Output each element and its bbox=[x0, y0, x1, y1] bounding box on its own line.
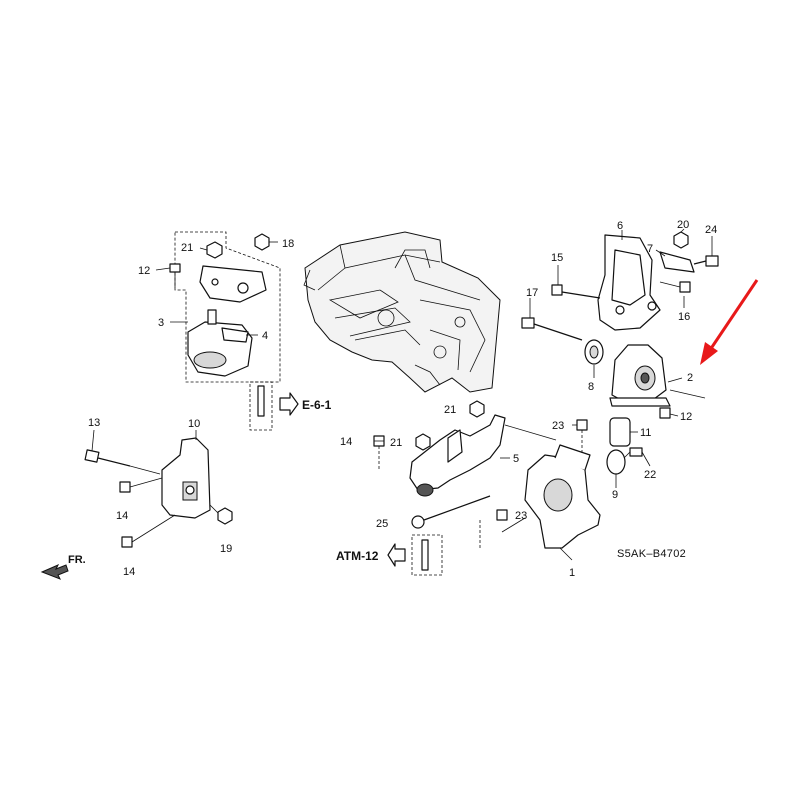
callout-21a: 21 bbox=[181, 242, 193, 254]
callout-20: 20 bbox=[677, 219, 689, 231]
callout-14b: 14 bbox=[123, 566, 135, 578]
callout-23b: 23 bbox=[515, 510, 527, 522]
callout-21b: 21 bbox=[444, 404, 456, 416]
side-mount-group bbox=[155, 231, 281, 431]
front-label: FR. bbox=[68, 554, 86, 566]
stud-bolt-e61 bbox=[249, 381, 273, 431]
bolt-24 bbox=[693, 255, 719, 267]
callout-9: 9 bbox=[612, 489, 618, 501]
callout-19: 19 bbox=[220, 543, 232, 555]
nut-19 bbox=[209, 504, 233, 525]
callout-10: 10 bbox=[188, 418, 200, 430]
rear-stopper-group bbox=[373, 400, 557, 576]
nut-20 bbox=[673, 231, 689, 249]
bolt-23-upper bbox=[576, 419, 588, 455]
callout-12b: 12 bbox=[680, 411, 692, 423]
callout-14a: 14 bbox=[116, 510, 128, 522]
front-mount-bracket bbox=[161, 437, 211, 519]
callout-18: 18 bbox=[282, 238, 294, 250]
bolt-15 bbox=[551, 284, 601, 299]
bolt-14-a bbox=[119, 477, 163, 493]
callout-22: 22 bbox=[644, 469, 656, 481]
ref-label-atm12: ATM-12 bbox=[336, 549, 379, 563]
front-direction-indicator: FR. bbox=[40, 554, 86, 580]
callout-3: 3 bbox=[158, 317, 164, 329]
engine-block bbox=[303, 231, 501, 393]
red-pointer-arrow bbox=[700, 279, 759, 365]
bushing-11 bbox=[609, 417, 631, 447]
reference-arrow-e61[interactable]: E-6-1 bbox=[279, 392, 332, 416]
transmission-mount bbox=[501, 444, 601, 561]
bracket-7 bbox=[659, 251, 695, 273]
callout-16: 16 bbox=[678, 311, 690, 323]
callout-labels: 1 2 3 4 5 6 7 8 9 10 11 12 12 13 14 14 1… bbox=[88, 219, 717, 579]
bolt-23-lower bbox=[479, 509, 508, 550]
callout-12a: 12 bbox=[138, 265, 150, 277]
callout-6: 6 bbox=[617, 220, 623, 232]
side-mount-bracket bbox=[199, 265, 267, 303]
nut-21-top bbox=[206, 241, 223, 259]
callout-7: 7 bbox=[647, 243, 653, 255]
bushing-9 bbox=[606, 449, 626, 475]
bolt-14-b bbox=[121, 514, 176, 548]
bolt-22 bbox=[623, 447, 643, 459]
callout-1: 1 bbox=[569, 567, 575, 579]
long-bolt-25 bbox=[411, 495, 491, 529]
nut-21-mid bbox=[469, 400, 485, 418]
callout-23a: 23 bbox=[552, 420, 564, 432]
callout-13: 13 bbox=[88, 417, 100, 429]
callout-15: 15 bbox=[551, 252, 563, 264]
engine-mount-2[interactable] bbox=[609, 344, 671, 407]
bushing-8 bbox=[584, 339, 604, 365]
ref-label-e61: E-6-1 bbox=[302, 398, 332, 412]
nut-18 bbox=[254, 233, 270, 251]
upper-torque-bracket bbox=[597, 234, 661, 331]
side-mount-rubber bbox=[187, 309, 253, 377]
callout-21c: 21 bbox=[390, 437, 402, 449]
nut-21-left bbox=[415, 433, 431, 451]
callout-2: 2 bbox=[687, 372, 693, 384]
front-mount-group bbox=[84, 429, 233, 548]
callout-8: 8 bbox=[588, 381, 594, 393]
bolt-13 bbox=[84, 449, 131, 467]
callout-25: 25 bbox=[376, 518, 388, 530]
callout-11: 11 bbox=[640, 427, 651, 439]
bolt-12-left bbox=[169, 263, 181, 288]
callout-5: 5 bbox=[513, 453, 519, 465]
bolt-16 bbox=[659, 281, 691, 293]
rear-stopper-bracket bbox=[409, 414, 506, 497]
callout-14c: 14 bbox=[340, 436, 352, 448]
callout-17: 17 bbox=[526, 287, 538, 299]
callout-4: 4 bbox=[262, 330, 268, 342]
reference-arrow-atm12[interactable]: ATM-12 bbox=[336, 543, 406, 567]
callout-24: 24 bbox=[705, 224, 717, 236]
bolt-12-right bbox=[659, 407, 671, 419]
diagram-code: S5AK–B4702 bbox=[617, 548, 686, 560]
atm12-stud bbox=[411, 534, 443, 576]
bolt-17 bbox=[521, 317, 583, 341]
